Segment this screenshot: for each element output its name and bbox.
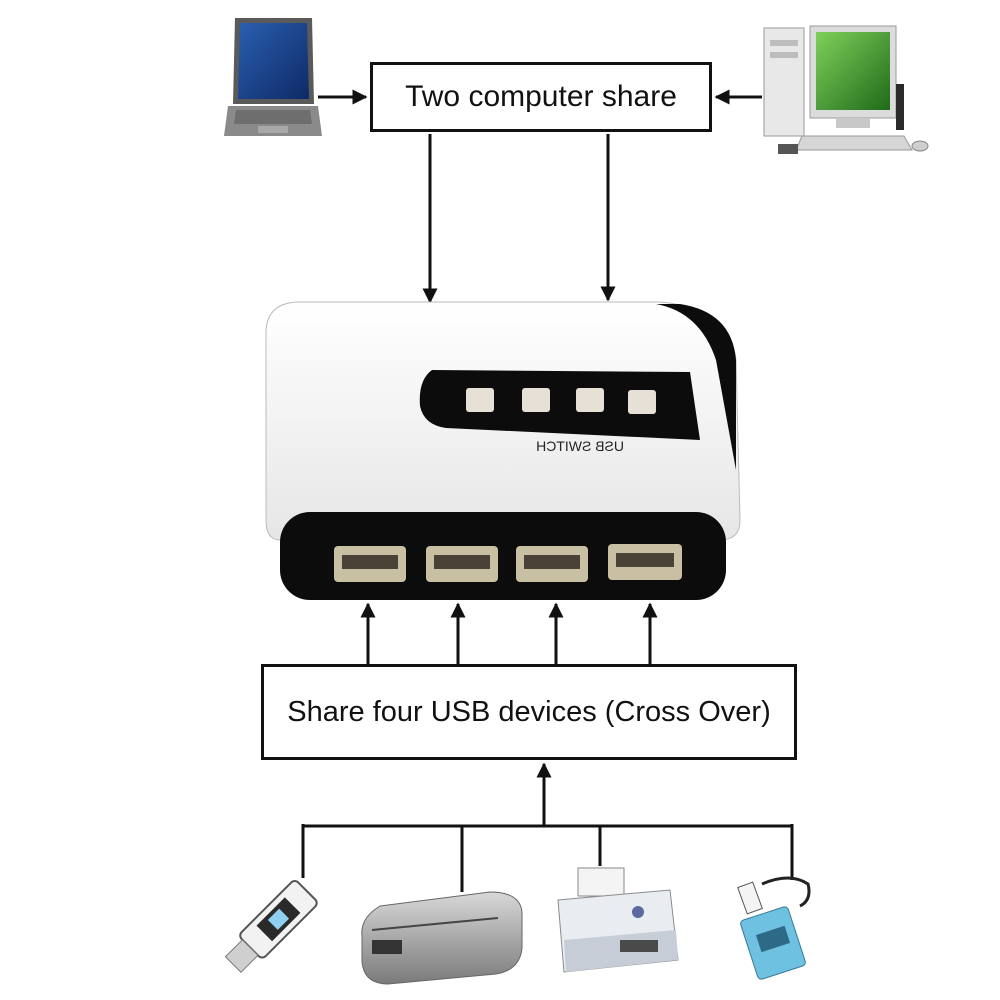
- two-computer-share-box: Two computer share: [370, 62, 712, 132]
- switch-buttons: [466, 388, 656, 414]
- usb-port-4: [608, 544, 682, 580]
- usb-switch-device: [265, 301, 741, 600]
- usb-flash-drive-icon: [224, 880, 318, 974]
- card-reader-icon: [737, 876, 811, 980]
- usb-port-2: [426, 546, 498, 582]
- usb-switch-label: USB SWITCH: [536, 438, 624, 454]
- two-computer-share-label: Two computer share: [405, 80, 677, 113]
- share-usb-devices-label: Share four USB devices (Cross Over): [287, 695, 771, 728]
- peripheral-connector-lines: [301, 762, 794, 892]
- usb-port-1: [334, 546, 406, 582]
- desktop-computer-icon: [763, 25, 929, 154]
- external-hard-drive-icon: [361, 891, 523, 985]
- share-usb-devices-box: Share four USB devices (Cross Over): [261, 664, 797, 760]
- printer-icon: [557, 867, 679, 973]
- usb-port-3: [516, 546, 588, 582]
- laptop-icon: [224, 18, 322, 136]
